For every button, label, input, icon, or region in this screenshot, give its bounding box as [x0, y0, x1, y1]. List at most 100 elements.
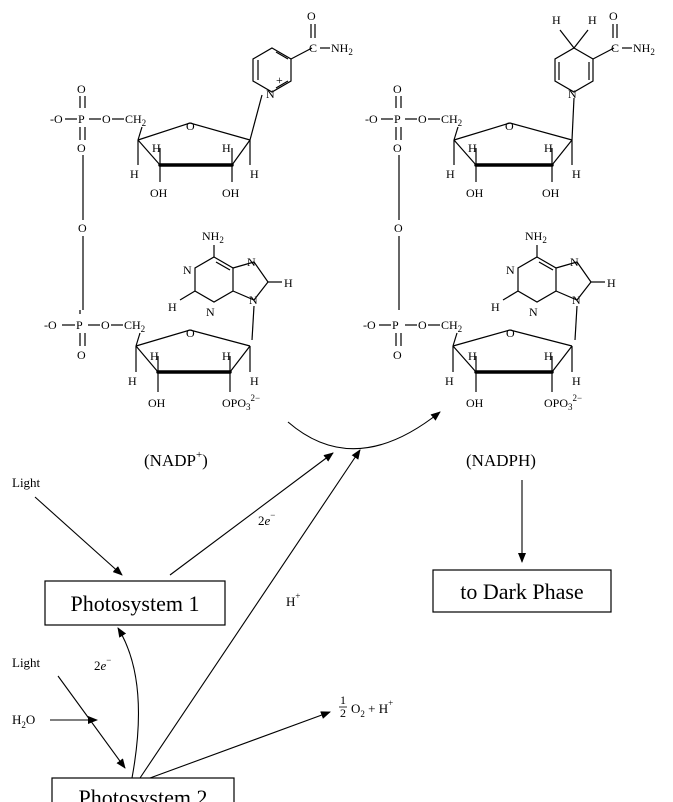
atom-h: H [468, 141, 477, 155]
nadph-lower-ribose: O H H OH H OPO32− H [445, 326, 582, 412]
atom-h: H [250, 167, 259, 181]
atom-h: H [250, 374, 259, 388]
oxygen-product-label: 1 2 O2 + H+ [339, 693, 393, 720]
atom-o: O [609, 9, 618, 23]
atom-o: O [393, 141, 402, 155]
atom-o: O [102, 112, 111, 126]
atom-h: H [572, 374, 581, 388]
nadp-nicotinamide-ring: N + C O NH2 [252, 9, 353, 101]
atom-opo3: OPO32− [544, 393, 582, 412]
svg-text:2: 2 [340, 706, 346, 720]
atom-h: H [544, 349, 553, 363]
atom-c: C [611, 41, 619, 55]
light-arrow-bottom [57, 675, 126, 769]
water-label: H2O [12, 712, 35, 730]
atom-n: N [183, 263, 192, 277]
nadph-upper-ribose: O H H OH H OH H [446, 97, 581, 200]
atom-h: H [222, 141, 231, 155]
atom-o: O [394, 221, 403, 235]
atom-h: H [152, 141, 161, 155]
nadph-adenine: NH2 N N H N H N [491, 229, 616, 341]
atom-p: P [392, 318, 399, 332]
nadp-plus-label: (NADP+) [144, 449, 208, 470]
light-label-top: Light [12, 475, 41, 490]
atom-c: C [309, 41, 317, 55]
nadp-lower-ribose: O H H OH H OPO32− H [128, 326, 260, 412]
atom-ch2: CH2 [441, 318, 462, 334]
proton-label: H+ [286, 591, 300, 609]
atom-n: N [570, 255, 579, 269]
nadp-adenine: NH2 N N H N H N [168, 229, 293, 341]
atom-h: H [607, 276, 616, 290]
atom-opo3: OPO32− [222, 393, 260, 412]
atom-oh: OH [222, 186, 240, 200]
atom-n: N [249, 293, 258, 307]
atom-o: O [77, 348, 86, 362]
proton-arrow [139, 449, 361, 779]
photosystem-2-box: Photosystem 2 [51, 777, 235, 802]
atom-h: H [446, 167, 455, 181]
electron-arrow-ps1 [169, 452, 334, 576]
atom-nh2: NH2 [331, 41, 353, 57]
atom-h: H [491, 300, 500, 314]
dark-phase-label: to Dark Phase [460, 579, 583, 604]
atom-o-minus: -O [50, 112, 63, 126]
atom-h: H [552, 13, 561, 27]
atom-nh2: NH2 [633, 41, 655, 57]
electron-label-lower: 2e− [94, 655, 111, 673]
atom-o: O [505, 119, 514, 133]
atom-n: N [247, 255, 256, 269]
atom-p: P [78, 112, 85, 126]
atom-oh: OH [466, 186, 484, 200]
atom-ch2: CH2 [125, 112, 146, 128]
atom-n: N [568, 87, 577, 101]
atom-n: N [506, 263, 515, 277]
atom-h: H [284, 276, 293, 290]
nadp-upper-phosphate: -O P O O O CH2 [50, 82, 146, 155]
atom-o: O [393, 348, 402, 362]
nadph-label: (NADPH) [466, 451, 536, 470]
atom-n: N [572, 293, 581, 307]
atom-oh: OH [466, 396, 484, 410]
atom-oh: OH [150, 186, 168, 200]
atom-oh: OH [148, 396, 166, 410]
atom-o-minus: -O [363, 318, 376, 332]
atom-h: H [445, 374, 454, 388]
atom-n: N [206, 305, 215, 319]
reaction-flow: Light 2e− H+ 2e− Light H2O 1 2 O2 + H+ [12, 411, 526, 779]
atom-h: H [572, 167, 581, 181]
electron-label-upper: 2e− [258, 510, 275, 528]
nadph-structure: -O P O O O CH2 O O H H OH [363, 9, 655, 470]
atom-o-minus: -O [44, 318, 57, 332]
atom-ch2: CH2 [124, 318, 145, 334]
atom-o: O [101, 318, 110, 332]
dark-phase-box: to Dark Phase [432, 569, 612, 613]
atom-p: P [76, 318, 83, 332]
nadph-dihydronicotinamide-ring: N H H C O NH2 [552, 9, 655, 101]
atom-plus: + [276, 73, 283, 87]
electron-arrow-ps2 [117, 627, 139, 779]
atom-o: O [307, 9, 316, 23]
atom-nh2: NH2 [525, 229, 547, 245]
photosystem-1-label: Photosystem 1 [71, 591, 200, 616]
nadp-lower-phosphate: -O P O O CH2 [44, 310, 145, 362]
nadp-plus-structure: -O P O O O CH2 O O H H [44, 9, 353, 470]
svg-text:O2 + H+: O2 + H+ [351, 698, 393, 719]
atom-o: O [393, 82, 402, 96]
atom-h: H [130, 167, 139, 181]
atom-oh: OH [542, 186, 560, 200]
atom-h: H [468, 349, 477, 363]
light-arrow-top [34, 496, 123, 576]
atom-h: H [150, 349, 159, 363]
atom-o: O [77, 82, 86, 96]
atom-n: N [529, 305, 538, 319]
atom-h: H [544, 141, 553, 155]
atom-h: H [128, 374, 137, 388]
atom-o: O [418, 318, 427, 332]
oxygen-arrow [149, 711, 331, 779]
atom-o: O [186, 326, 195, 340]
atom-o: O [186, 119, 195, 133]
atom-n: N [266, 87, 275, 101]
photosystem-2-label: Photosystem 2 [79, 785, 208, 802]
